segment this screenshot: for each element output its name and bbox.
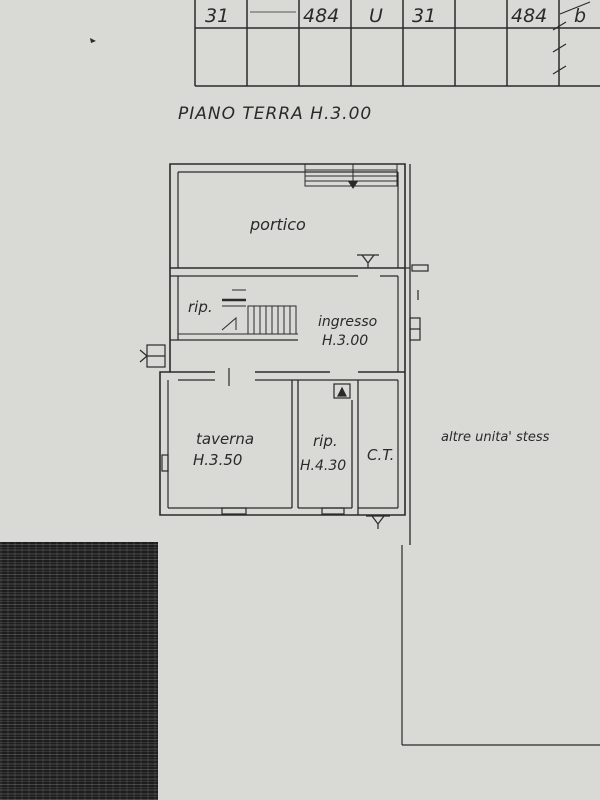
room-height-taverna: H.3.50 [193, 451, 242, 469]
stray-mark [90, 38, 96, 43]
fixture-symbols [139, 254, 429, 529]
room-label-rip-small: rip. [313, 432, 338, 450]
room-height-rip-small: H.4.30 [300, 458, 346, 474]
table-cell-6: b [574, 5, 586, 27]
neighbour-unit-label: altre unita' stess [441, 430, 550, 445]
plan-title: PIANO TERRA H.3.00 [178, 104, 373, 124]
table-cell-3: U [369, 5, 383, 27]
room-label-ct: C.T. [367, 446, 394, 464]
table-cell-5: 484 [511, 5, 547, 27]
scan-noise-patch [0, 542, 158, 800]
table-cell-4: 31 [412, 5, 436, 27]
room-label-ingresso: ingresso [318, 314, 377, 330]
room-label-portico: portico [249, 215, 306, 234]
cadastral-table [194, 0, 600, 87]
room-height-ingresso: H.3.00 [322, 333, 368, 349]
table-slash-marks [552, 1, 591, 75]
room-label-rip-top: rip. [188, 298, 213, 316]
table-cell-1: 31 [205, 5, 229, 27]
outdoor-steps [304, 163, 398, 189]
room-label-taverna: taverna [196, 430, 254, 448]
table-cell-2: 484 [303, 5, 339, 27]
staircase [221, 289, 297, 335]
